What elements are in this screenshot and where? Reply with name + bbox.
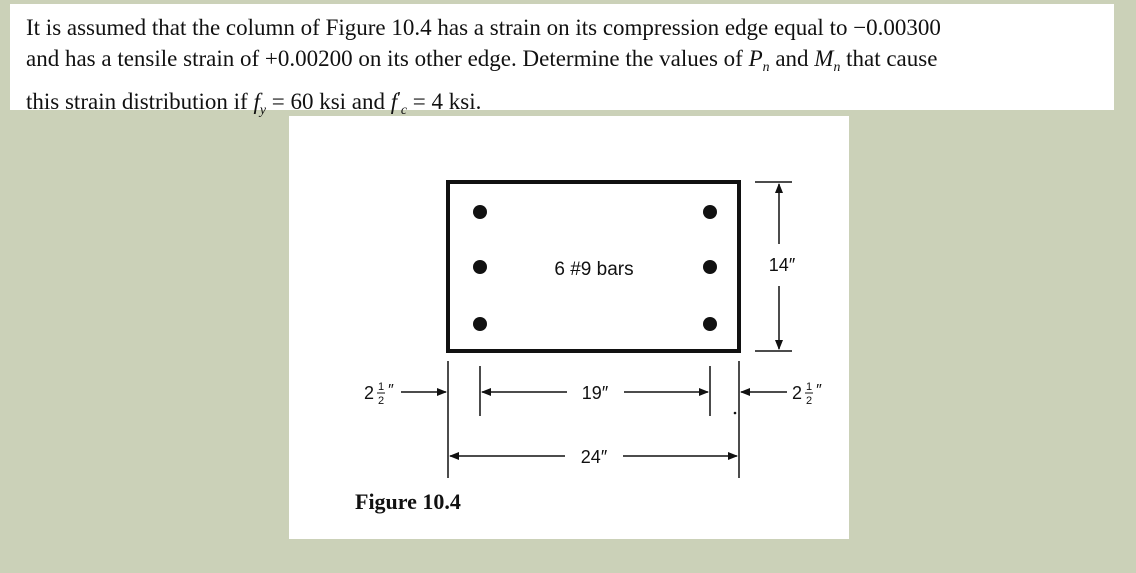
problem-line-1: It is assumed that the column of Figure … — [26, 15, 941, 40]
symbol-pn: P — [748, 46, 763, 71]
rebar-right-middle — [703, 260, 717, 274]
cover-left-denominator: 2 — [378, 395, 384, 407]
rebar-right-bottom — [703, 317, 717, 331]
problem-statement-box: It is assumed that the column of Figure … — [10, 4, 1114, 117]
problem-line-3-eq1: = 60 ksi and — [265, 88, 391, 114]
cover-right-numerator: 1 — [806, 381, 812, 393]
symbol-fc: f — [390, 88, 398, 114]
figure-panel: 6 #9 bars 14″ 19″ 24″ 2 1 2 ″ 2 1 2 — [289, 116, 849, 539]
problem-line-2-text-a: and has a tensile strain of +0.00200 on … — [26, 46, 749, 71]
cover-right-unit: ″ — [816, 382, 822, 399]
inner-dim-label: 19″ — [582, 383, 609, 403]
cover-left-numerator: 1 — [378, 381, 384, 393]
cover-left-unit: ″ — [388, 382, 394, 399]
column-outline — [446, 180, 741, 353]
problem-line-2-text-b: that cause — [840, 46, 938, 71]
problem-line-3-eq2: = 4 ksi. — [407, 88, 482, 114]
stray-dot — [733, 411, 737, 415]
symbol-mn: M — [814, 46, 834, 71]
rebar-left-top — [473, 205, 487, 219]
cover-left-whole: 2 — [364, 383, 374, 403]
rebar-left-bottom — [473, 317, 487, 331]
outer-dim-label: 24″ — [581, 447, 608, 467]
symbol-fy-subscript: y — [259, 101, 266, 117]
bars-label: 6 #9 bars — [554, 259, 633, 280]
problem-line-2: and has a tensile strain of +0.00200 on … — [26, 43, 1106, 82]
height-dim-label: 14″ — [769, 255, 796, 275]
symbol-pn-subscript: n — [762, 58, 770, 74]
problem-line-3-text-a: this strain distribution if — [26, 88, 254, 114]
problem-statement: It is assumed that the column of Figure … — [26, 12, 1106, 125]
symbol-fy: f — [253, 88, 260, 114]
column-section-diagram: 6 #9 bars 14″ 19″ 24″ 2 1 2 ″ 2 1 2 — [355, 180, 822, 514]
rebar-left-middle — [473, 260, 487, 274]
symbol-fc-prime: ′ — [397, 87, 401, 107]
rebar-right-top — [703, 205, 717, 219]
figure-caption: Figure 10.4 — [355, 489, 461, 514]
problem-line-2-and: and — [769, 46, 815, 71]
cover-right-denominator: 2 — [806, 395, 812, 407]
symbol-fc-subscript: c — [400, 101, 408, 117]
cover-right-whole: 2 — [792, 383, 802, 403]
symbol-mn-subscript: n — [833, 58, 841, 74]
problem-line-3: this strain distribution if fy = 60 ksi … — [26, 82, 1106, 125]
